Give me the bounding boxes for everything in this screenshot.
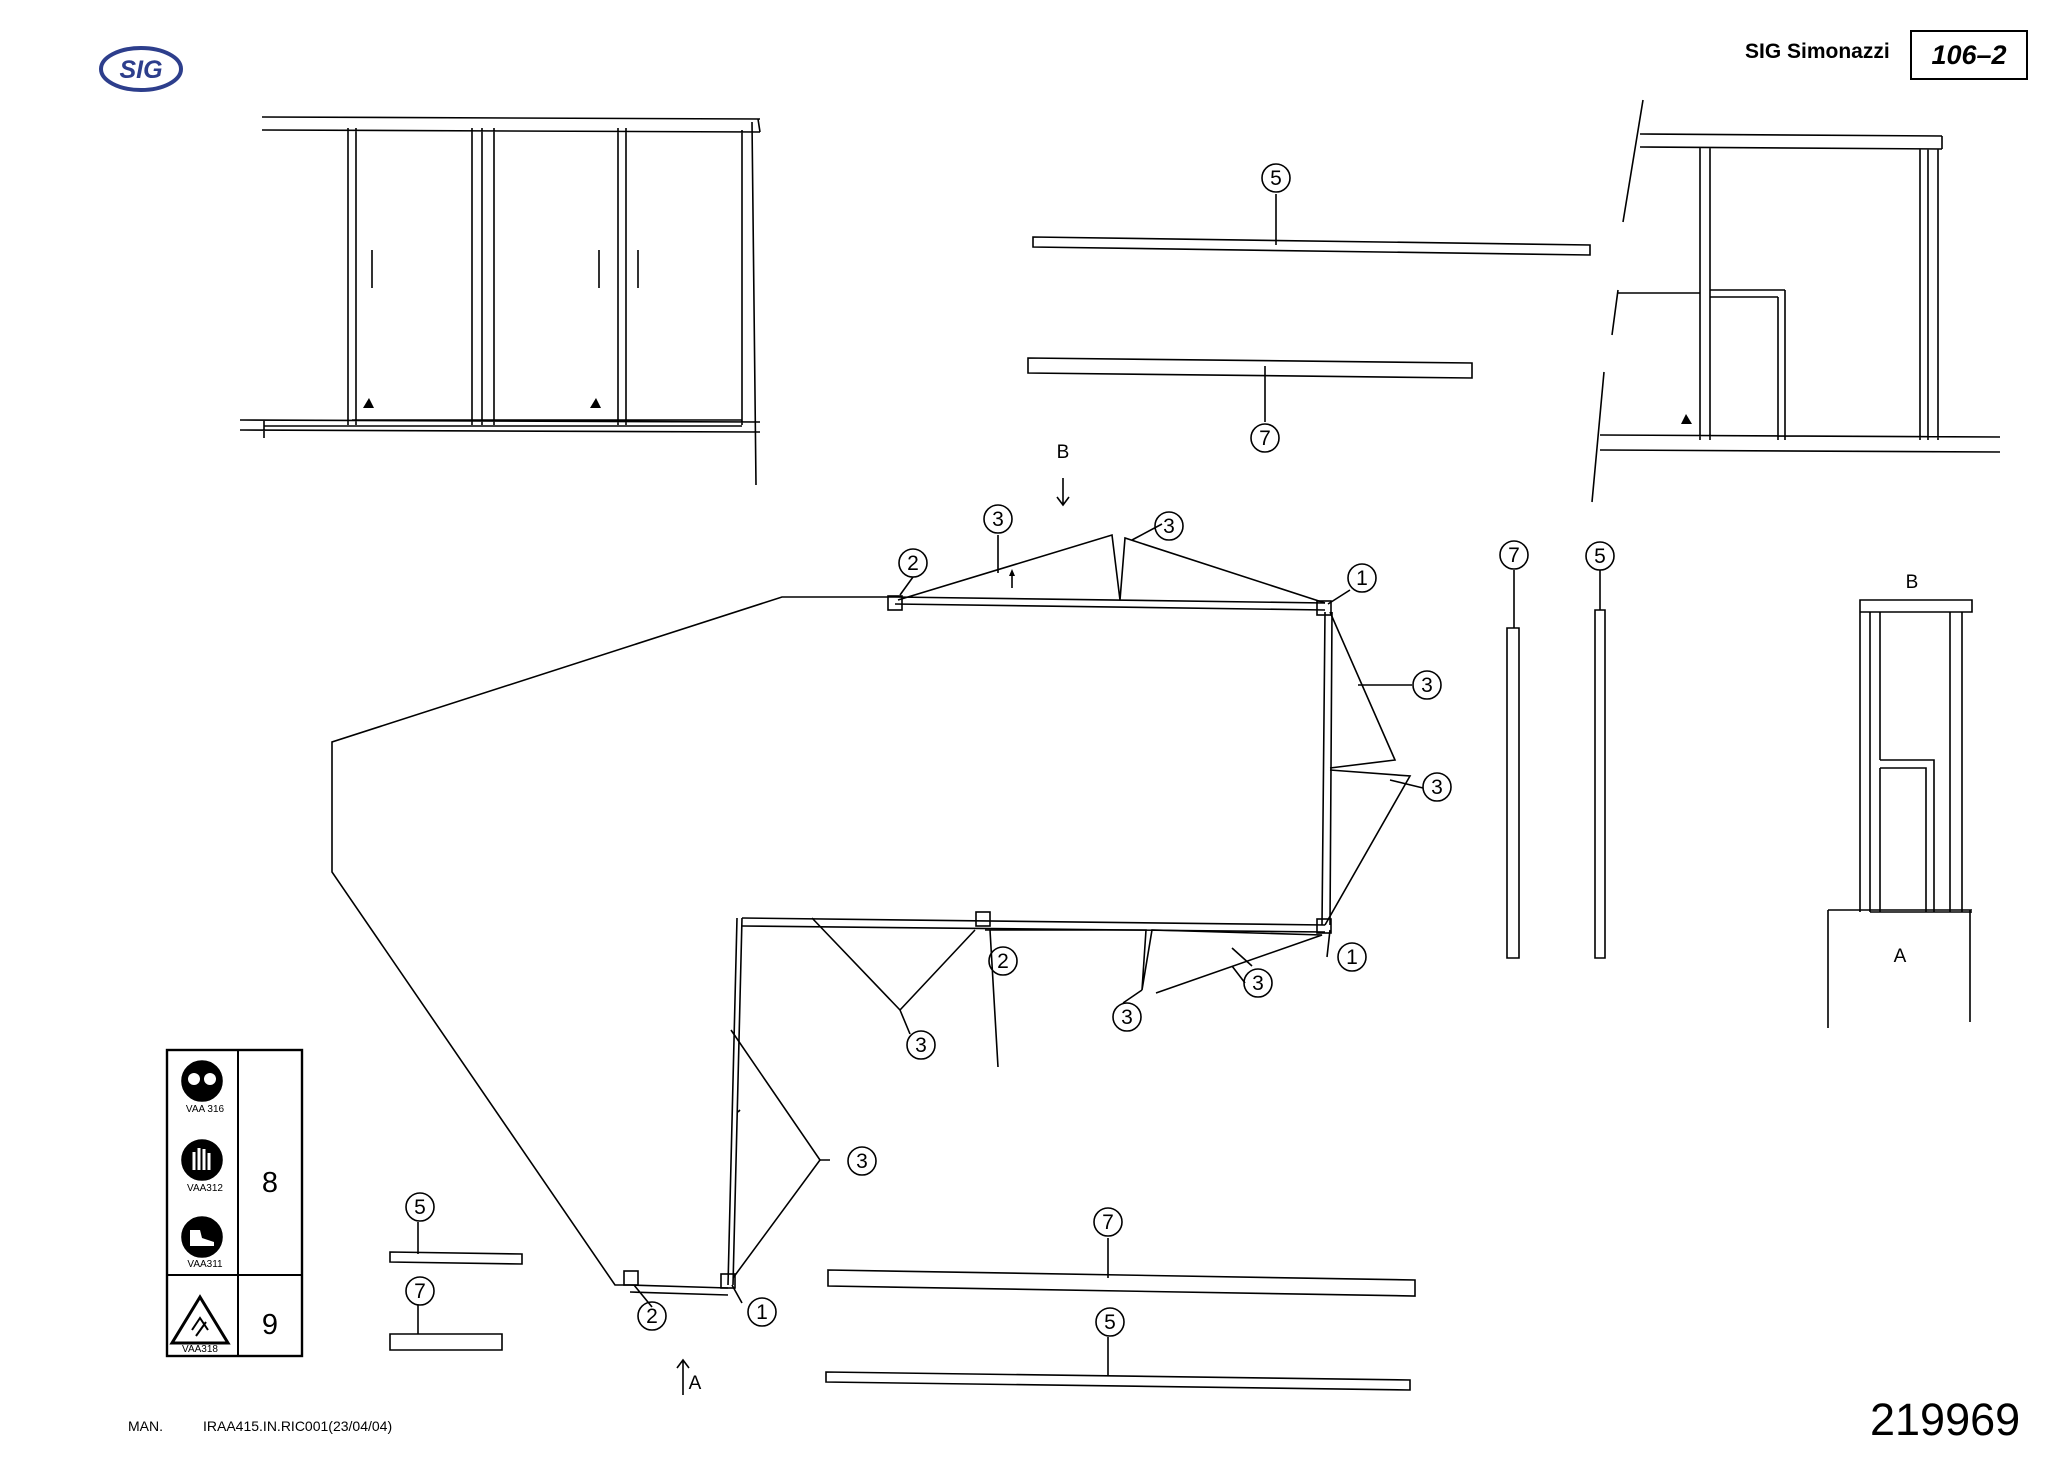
- plan-outline: [331, 596, 895, 1286]
- callout-3: 3: [992, 508, 1004, 531]
- gloves-mandatory-icon: [181, 1139, 223, 1181]
- callout-numbers: 5 7 3 3 2 1 7 5 3 3 1 2 3 3 3 3 5 7 7 5 …: [414, 167, 1606, 1334]
- view-arrow-b-label: B: [1057, 442, 1070, 463]
- callout-2: 2: [907, 552, 919, 575]
- safety-shoes-mandatory-icon: [181, 1216, 223, 1258]
- plan-left-segment: [623, 917, 821, 1296]
- safety-table: VAA 316 VAA312 VAA311 VAA318 8 9: [165, 1048, 304, 1358]
- view-a-label: A: [1894, 946, 1907, 967]
- plan-right-segment: [1316, 611, 1412, 934]
- view-arrows: [676, 478, 1070, 1395]
- callout-7: 7: [414, 1280, 426, 1303]
- icon-code: VAA318: [182, 1344, 218, 1355]
- callout-3: 3: [1252, 972, 1264, 995]
- callout-7: 7: [1102, 1211, 1114, 1234]
- bars-bottom-left: [389, 1222, 523, 1351]
- callout-5: 5: [1594, 545, 1606, 568]
- crushing-hazard-icon: [169, 1294, 231, 1345]
- icon-code: VAA312: [187, 1183, 223, 1194]
- goggles-mandatory-icon: [181, 1060, 223, 1102]
- callout-3: 3: [915, 1034, 927, 1057]
- leader-lines: [633, 523, 1424, 1308]
- callout-5: 5: [1270, 167, 1282, 190]
- callout-3: 3: [856, 1150, 868, 1173]
- callout-2: 2: [646, 1305, 658, 1328]
- logo-text: SIG: [119, 56, 162, 84]
- icon-code: VAA311: [187, 1259, 223, 1270]
- callout-3: 3: [1163, 515, 1175, 538]
- row-number-9: 9: [262, 1309, 278, 1341]
- callout-1: 1: [1356, 567, 1368, 590]
- view-b-elevation: [1827, 599, 1973, 1028]
- company-name: SIG Simonazzi: [1745, 40, 1890, 63]
- callout-3: 3: [1431, 776, 1443, 799]
- reference-code: IRAA415.IN.RIC001(23/04/04): [203, 1418, 393, 1434]
- view-arrow-a-label: A: [689, 1373, 702, 1394]
- document-number: 219969: [1870, 1394, 2021, 1445]
- man-label: MAN.: [128, 1418, 163, 1434]
- plan-top-segment: [887, 533, 1332, 616]
- callout-3: 3: [1121, 1006, 1133, 1029]
- bars-bottom-right: [825, 1238, 1416, 1391]
- callout-2: 2: [997, 950, 1009, 973]
- callout-5: 5: [1104, 1311, 1116, 1334]
- sig-logo: SIG: [99, 46, 183, 92]
- plan-bottom-segment: [741, 911, 1326, 1012]
- bars-vertical: [1506, 570, 1606, 959]
- callout-1: 1: [756, 1301, 768, 1324]
- callout-7: 7: [1508, 544, 1520, 567]
- callout-7: 7: [1259, 427, 1271, 450]
- frame-elevation-right: [1591, 99, 2001, 503]
- callout-1: 1: [1346, 946, 1358, 969]
- callouts: [405, 163, 1615, 1337]
- callout-5: 5: [414, 1196, 426, 1219]
- icon-code: VAA 316: [186, 1104, 225, 1115]
- callout-3: 3: [1421, 674, 1433, 697]
- bars-top: [1027, 194, 1591, 422]
- row-number-8: 8: [262, 1167, 278, 1199]
- frame-elevation-left: [239, 116, 761, 486]
- page-code: 106–2: [1910, 30, 2028, 80]
- view-b-label: B: [1906, 572, 1919, 593]
